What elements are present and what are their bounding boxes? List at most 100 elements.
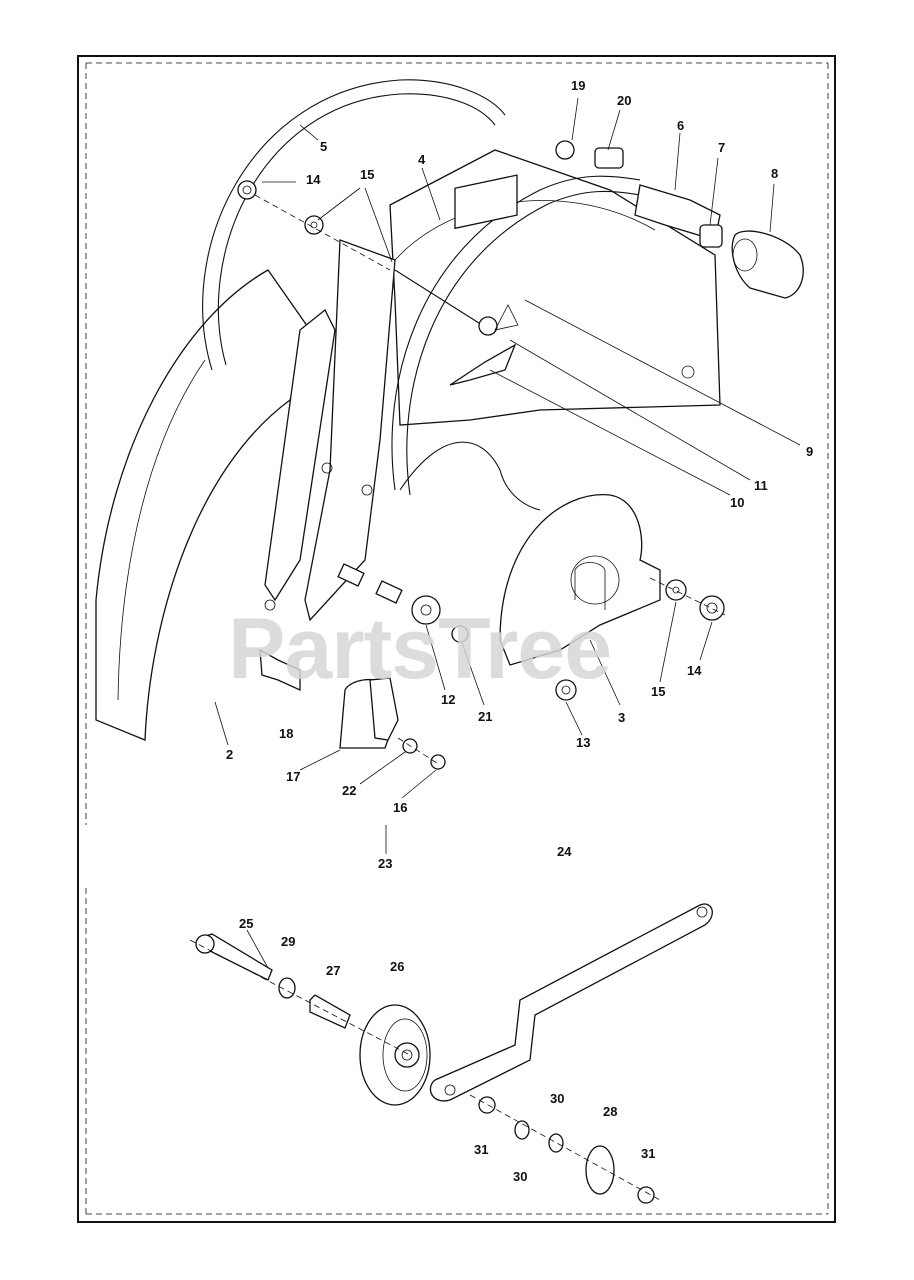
guard-hole — [681, 365, 695, 379]
washer-part-21 — [451, 625, 469, 643]
callout-5: 5 — [320, 139, 327, 154]
leader-lines — [214, 97, 801, 969]
direction-arrow-label-part-10 — [449, 343, 517, 386]
hose-coupling-part-8 — [731, 230, 804, 299]
nut-part-14-top-hole — [242, 185, 252, 195]
axis-wheel — [189, 939, 411, 1056]
nut-part-14-right — [699, 595, 725, 621]
hose-part-5-inner — [217, 93, 496, 366]
callout-25: 25 — [239, 916, 253, 931]
watermark: PartsTree — [228, 601, 611, 697]
callout-11: 11 — [754, 478, 768, 493]
wheel-arm-part-24 — [429, 903, 713, 1102]
spacer-part-27 — [309, 994, 351, 1029]
washer-part-15-top-hole — [310, 221, 318, 229]
valve-fitting-part-19 — [555, 140, 575, 160]
callout-21: 21 — [478, 709, 492, 724]
callout-numbers: 2 3 4 5 6 7 8 9 10 11 12 13 14 14 15 15 … — [226, 78, 813, 1184]
callout-15-right: 15 — [651, 684, 665, 699]
wheel-arm-hole-1 — [444, 1084, 456, 1096]
valve-nut-part-7 — [699, 224, 723, 248]
cover-plate-slot — [574, 562, 606, 610]
nut-part-14-top — [237, 180, 257, 200]
callout-20: 20 — [617, 93, 631, 108]
nut-part-31b — [637, 1186, 655, 1204]
washer-part-15-right — [665, 579, 687, 601]
outer-frame — [77, 55, 836, 1223]
warning-triangle — [494, 304, 519, 331]
bolt-part-18 — [259, 648, 301, 692]
callout-23: 23 — [378, 856, 392, 871]
wheel-part-26-hub — [394, 1042, 420, 1068]
hose-loop-inner — [406, 190, 641, 496]
callout-18: 18 — [279, 726, 293, 741]
support-arm-left — [264, 308, 336, 602]
washer-part-30b — [548, 1133, 564, 1153]
guard-lower-curve — [399, 441, 541, 511]
callout-3: 3 — [618, 710, 625, 725]
axis-lower — [469, 1094, 661, 1201]
callout-24: 24 — [557, 844, 572, 859]
callout-10: 10 — [730, 495, 744, 510]
callout-14-top: 14 — [306, 172, 321, 187]
nut-part-14-right-hole — [706, 602, 718, 614]
nut-part-13 — [555, 679, 577, 701]
hose-part-5 — [202, 79, 506, 371]
axis-16-22 — [397, 737, 441, 766]
callout-4: 4 — [418, 152, 426, 167]
screw-part-16 — [430, 754, 446, 770]
hose-coupling-opening — [732, 238, 758, 272]
disc-part-28 — [585, 1145, 615, 1195]
callout-19: 19 — [571, 78, 585, 93]
inner-dashed-border — [85, 62, 829, 1215]
nut-part-30a — [478, 1096, 496, 1114]
wheel-arm-hole-2 — [696, 906, 708, 918]
shaft-end — [478, 316, 498, 336]
spacer-part-12b — [375, 580, 403, 604]
guard-shield-part-4 — [389, 149, 721, 426]
valve-clip-part-20 — [594, 147, 624, 169]
spacer-part-12a — [337, 563, 365, 587]
callout-31-left: 31 — [474, 1142, 488, 1157]
callout-9: 9 — [806, 444, 813, 459]
arm-hole-3 — [264, 599, 276, 611]
callout-17: 17 — [286, 769, 300, 784]
callout-30-top: 30 — [550, 1091, 564, 1106]
axis-14-15-right — [649, 577, 726, 616]
bushing-part-12-hole — [420, 604, 432, 616]
nut-part-13-hole — [561, 685, 571, 695]
bushing-part-12 — [411, 595, 441, 625]
wheel-part-26-axle — [401, 1049, 413, 1061]
callout-16: 16 — [393, 800, 407, 815]
callout-22: 22 — [342, 783, 356, 798]
callout-13: 13 — [576, 735, 590, 750]
bolt-head-part-25 — [195, 934, 215, 954]
callout-14-right: 14 — [687, 663, 702, 678]
callout-7: 7 — [718, 140, 725, 155]
support-arm-main — [304, 239, 396, 622]
washer-part-15-right-hole — [672, 586, 680, 594]
blade-guard-part-2 — [95, 269, 311, 741]
wheel-part-26-rim — [382, 1018, 428, 1092]
callout-30-bottom: 30 — [513, 1169, 527, 1184]
blade-guard-inner-edge — [117, 359, 206, 701]
axis-14-15 — [254, 194, 391, 271]
callout-29: 29 — [281, 934, 295, 949]
warning-label-part-9 — [454, 174, 518, 230]
callout-15-top: 15 — [360, 167, 374, 182]
callout-31-right: 31 — [641, 1146, 655, 1161]
callout-28: 28 — [603, 1104, 617, 1119]
washer-part-31a — [514, 1120, 530, 1140]
arm-hole-2 — [361, 484, 373, 496]
shaft — [394, 269, 491, 331]
callout-12: 12 — [441, 692, 455, 707]
hose-loop — [391, 175, 641, 491]
callout-26: 26 — [390, 959, 404, 974]
callout-2: 2 — [226, 747, 233, 762]
cover-plate-hub — [570, 555, 620, 605]
arm-hole-1 — [321, 462, 333, 474]
latch-lever — [369, 677, 399, 741]
callout-8: 8 — [771, 166, 778, 181]
callout-27: 27 — [326, 963, 340, 978]
